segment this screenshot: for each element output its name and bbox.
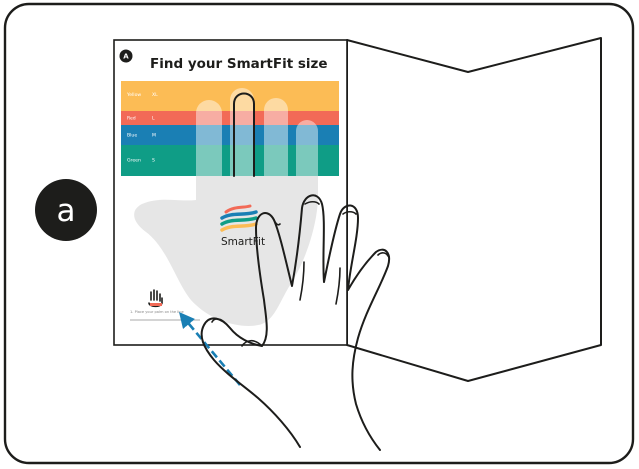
panel-label-badge: a	[35, 179, 97, 241]
band-blue-size: M	[152, 133, 156, 139]
band-blue-name: Blue	[127, 133, 137, 139]
band-green-name: Green	[127, 158, 141, 164]
panel-label: a	[57, 193, 76, 229]
band-green-size: S	[152, 158, 155, 164]
band-red-size: L	[152, 116, 155, 122]
band-red-name: Red	[127, 116, 136, 122]
instruction-text: 1. Place your palm on the line	[130, 310, 185, 314]
band-yellow-size: XL	[152, 92, 158, 98]
logo-text: SmartFit	[221, 236, 265, 248]
band-yellow-name: Yellow	[126, 92, 141, 98]
svg-text:A: A	[123, 53, 129, 61]
step-marker: A	[120, 50, 133, 63]
card-title: Find your SmartFit size	[150, 56, 328, 72]
